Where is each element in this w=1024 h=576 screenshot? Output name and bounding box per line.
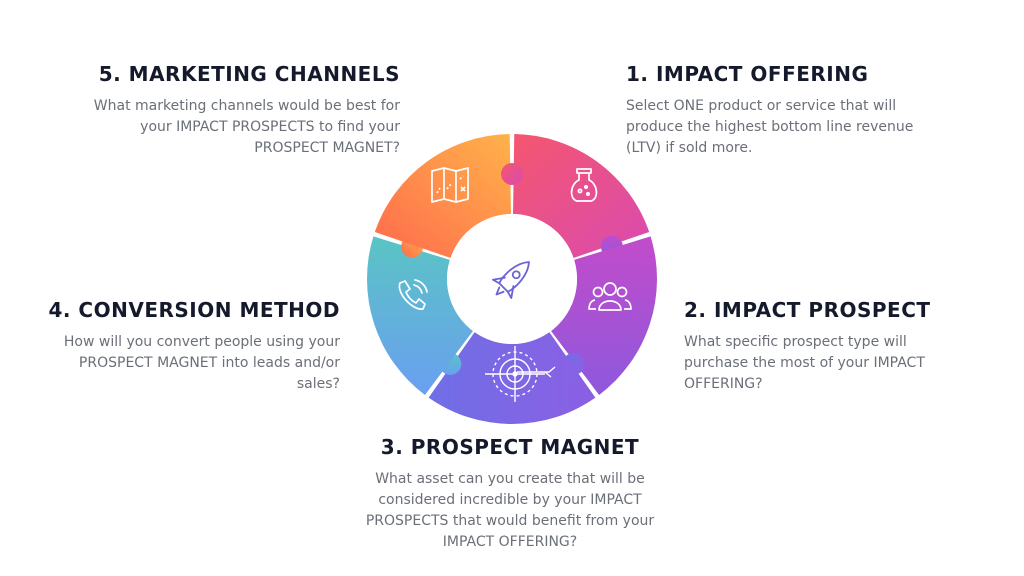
step-5-title: 5. MARKETING CHANNELS bbox=[98, 62, 400, 86]
step-3-prospect-magnet: 3. PROSPECT MAGNET What asset can you cr… bbox=[360, 435, 660, 553]
process-wheel bbox=[367, 134, 657, 424]
step-1-impact-offering: 1. IMPACT OFFERING Select ONE product or… bbox=[626, 62, 926, 159]
flask-icon bbox=[570, 168, 598, 202]
wheel-segment-3 bbox=[428, 332, 596, 424]
phone-icon bbox=[398, 279, 428, 310]
step-3-title: 3. PROSPECT MAGNET bbox=[380, 435, 640, 459]
wheel-segment-4 bbox=[367, 236, 473, 395]
wheel-segments bbox=[367, 134, 657, 424]
map-icon bbox=[431, 167, 469, 203]
step-4-conversion-method: 4. CONVERSION METHOD How will you conver… bbox=[40, 298, 340, 395]
step-4-description: How will you convert people using your P… bbox=[63, 334, 340, 392]
wheel-center bbox=[447, 214, 577, 344]
step-2-title: 2. IMPACT PROSPECT bbox=[684, 298, 931, 322]
step-2-description: What specific prospect type will purchas… bbox=[684, 334, 925, 392]
people-icon bbox=[588, 282, 632, 311]
step-2-impact-prospect: 2. IMPACT PROSPECT What specific prospec… bbox=[684, 298, 954, 395]
wheel-segment-1 bbox=[513, 134, 650, 258]
step-1-description: Select ONE product or service that will … bbox=[626, 98, 914, 156]
step-3-description: What asset can you create that will be c… bbox=[365, 471, 655, 550]
step-4-title: 4. CONVERSION METHOD bbox=[48, 298, 340, 322]
rocket-icon bbox=[492, 261, 530, 299]
step-5-description: What marketing channels would be best fo… bbox=[93, 98, 400, 156]
step-1-title: 1. IMPACT OFFERING bbox=[626, 62, 869, 86]
step-5-marketing-channels: 5. MARKETING CHANNELS What marketing cha… bbox=[90, 62, 400, 159]
wheel-knob-5 bbox=[501, 163, 523, 185]
wheel-segment-5 bbox=[374, 134, 511, 258]
target-icon bbox=[485, 346, 556, 402]
